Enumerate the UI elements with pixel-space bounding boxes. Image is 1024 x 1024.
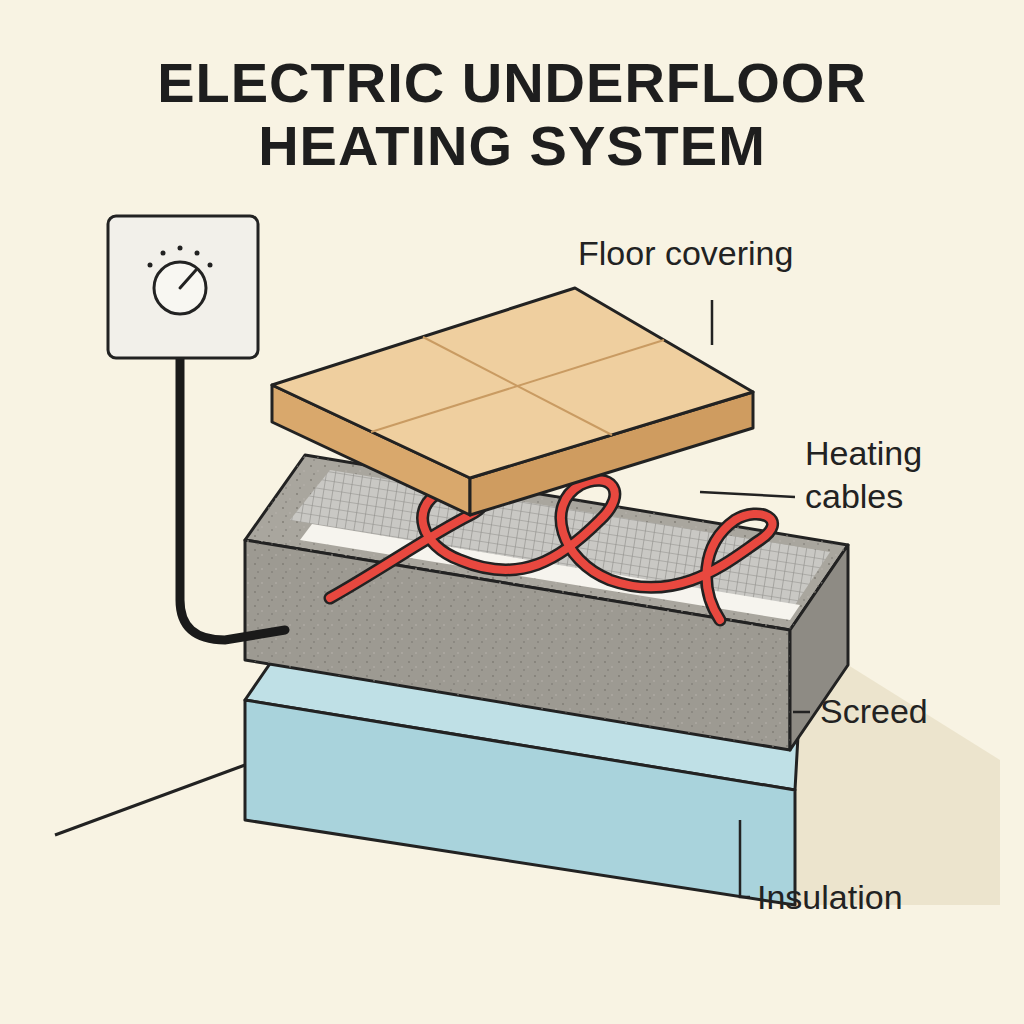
part-label: Insulation xyxy=(757,876,903,919)
floor-tile xyxy=(272,288,753,515)
part-label: Floor covering xyxy=(578,232,793,275)
title: ELECTRIC UNDERFLOOR HEATING SYSTEM xyxy=(82,52,942,177)
heating-cable xyxy=(330,480,773,620)
floor-line xyxy=(55,765,245,835)
leader-lines xyxy=(700,300,810,897)
thermostat xyxy=(108,216,285,640)
part-label: Screed xyxy=(820,690,928,733)
part-label: Heating cables xyxy=(805,432,980,517)
heating-cable-outline xyxy=(330,480,773,620)
screed-slab xyxy=(245,455,848,750)
